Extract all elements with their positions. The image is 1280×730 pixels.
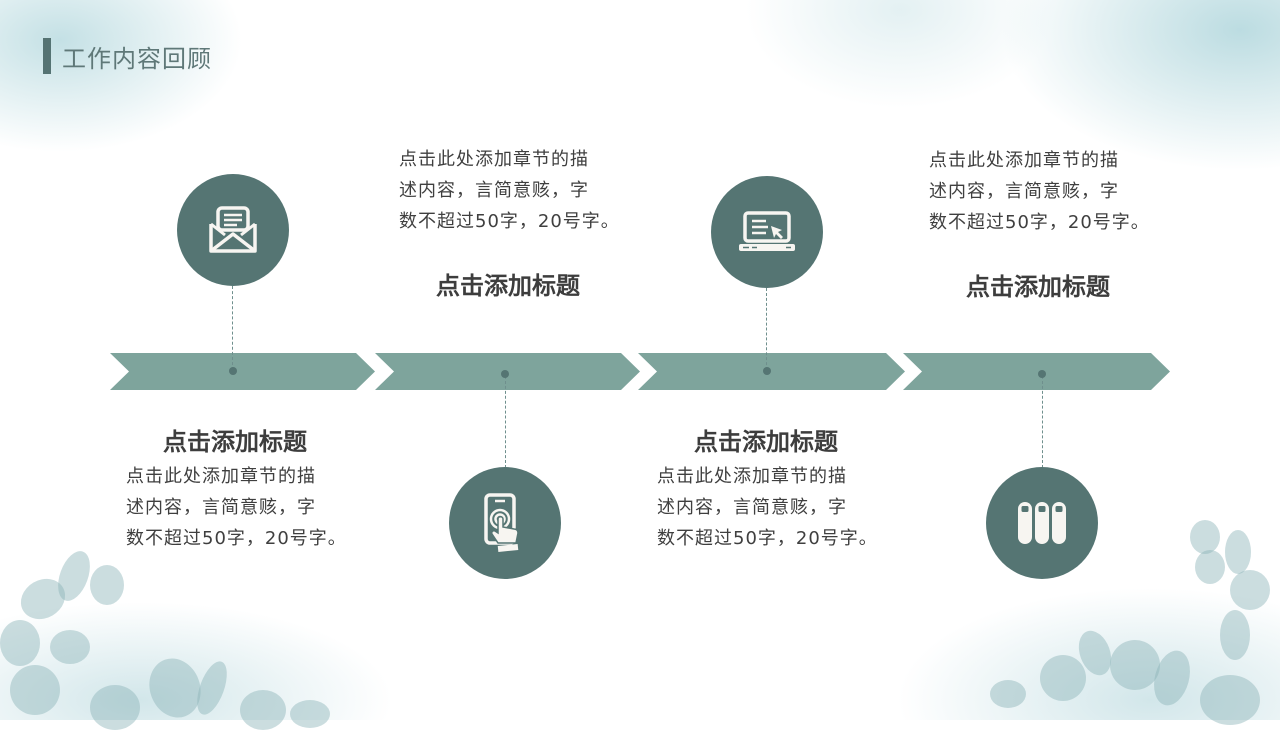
slide-title[interactable]: 工作内容回顾 xyxy=(62,44,212,73)
timeline-node-3[interactable] xyxy=(711,176,823,288)
item-3-title[interactable]: 点击添加标题 xyxy=(694,428,838,456)
envelope-icon xyxy=(209,206,257,253)
binders-icon xyxy=(1018,502,1066,544)
item-4-description[interactable]: 点击此处添加章节的描 述内容，言简意赅，字 数不超过50字，20号字。 xyxy=(929,150,1150,233)
timeline-node-2[interactable] xyxy=(449,467,561,579)
connector-line-1 xyxy=(232,286,233,370)
timeline-dot-3 xyxy=(763,367,771,375)
slide-header: 工作内容回顾 xyxy=(43,38,212,74)
eucalyptus-decoration-right xyxy=(970,510,1280,725)
chevron-segment-4[interactable] xyxy=(903,353,1170,390)
chevron-segment-3[interactable] xyxy=(638,353,905,390)
chevron-segment-1[interactable] xyxy=(110,353,375,390)
timeline-node-4[interactable] xyxy=(986,467,1098,579)
timeline-node-1[interactable] xyxy=(177,174,289,286)
timeline-dot-1 xyxy=(229,367,237,375)
timeline-dot-2 xyxy=(501,370,509,378)
header-accent-bar xyxy=(43,38,51,74)
item-1-title[interactable]: 点击添加标题 xyxy=(163,428,307,456)
item-2-description[interactable]: 点击此处添加章节的描 述内容，言简意赅，字 数不超过50字，20号字。 xyxy=(399,149,620,232)
connector-line-4 xyxy=(1042,376,1043,468)
item-3-description[interactable]: 点击此处添加章节的描 述内容，言简意赅，字 数不超过50字，20号字。 xyxy=(657,466,878,549)
connector-line-2 xyxy=(505,376,506,468)
connector-line-3 xyxy=(766,288,767,370)
item-4-title[interactable]: 点击添加标题 xyxy=(966,273,1110,301)
item-1-description[interactable]: 点击此处添加章节的描 述内容，言简意赅，字 数不超过50字，20号字。 xyxy=(126,466,347,549)
laptop-icon xyxy=(739,211,795,251)
timeline-dot-4 xyxy=(1038,370,1046,378)
touch-phone-icon xyxy=(484,493,519,553)
item-2-title[interactable]: 点击添加标题 xyxy=(436,272,580,300)
